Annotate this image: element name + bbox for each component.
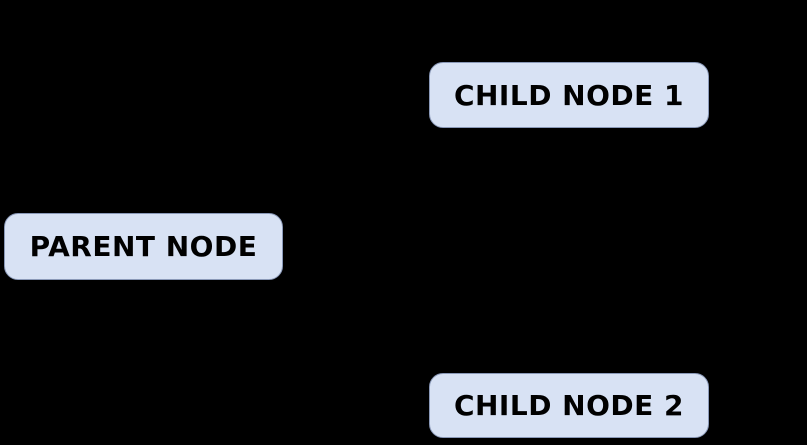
node-child-2: CHILD NODE 2 bbox=[429, 373, 709, 438]
node-parent-label: PARENT NODE bbox=[29, 230, 258, 263]
node-child-1: CHILD NODE 1 bbox=[429, 62, 709, 128]
node-child-1-label: CHILD NODE 1 bbox=[453, 78, 685, 112]
node-parent: PARENT NODE bbox=[4, 213, 283, 280]
node-child-2-label: CHILD NODE 2 bbox=[453, 389, 685, 422]
